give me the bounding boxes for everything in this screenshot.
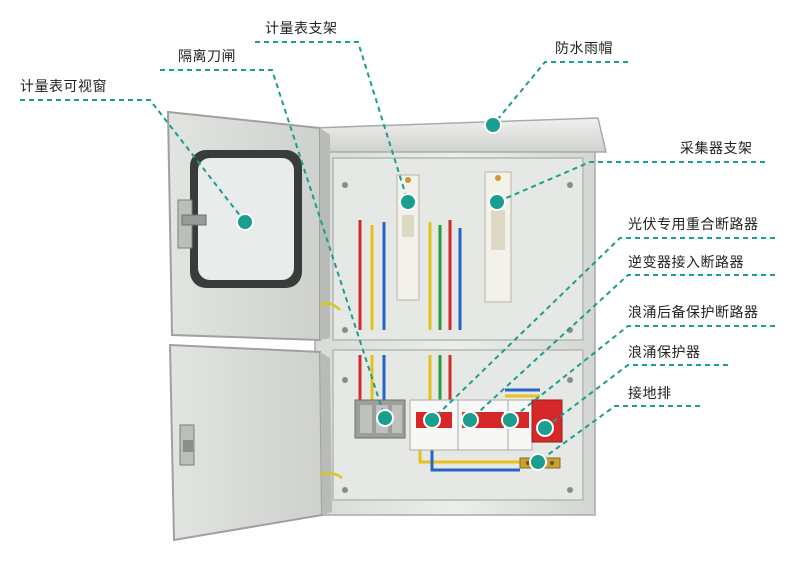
upper-compartment (332, 157, 584, 341)
marker-ground-bar (529, 453, 547, 471)
door-latch (177, 199, 207, 249)
label-rain-cap: 防水雨帽 (555, 41, 613, 57)
leader-meter-bracket (255, 41, 409, 203)
marker-meter-window (236, 213, 254, 231)
label-pv-breaker: 光伏专用重合断路器 (628, 217, 759, 233)
leader-collector-bracket (496, 161, 765, 203)
marker-inverter-breaker (461, 411, 479, 429)
callout-markers (236, 116, 554, 471)
collector-bracket (484, 171, 512, 303)
leader-rain-cap (492, 61, 628, 126)
label-knife-switch: 隔离刀闸 (178, 49, 236, 65)
leader-meter-window (20, 99, 246, 223)
leader-inverter-breaker (469, 274, 775, 421)
label-meter-window: 计量表可视窗 (20, 79, 107, 95)
leader-pv-breaker (431, 237, 775, 421)
label-surge-protector: 浪涌保护器 (628, 345, 701, 361)
marker-surge-protector (536, 419, 554, 437)
leader-surge-protector (544, 364, 728, 429)
marker-knife-switch (376, 409, 394, 427)
leader-knife-switch (160, 69, 386, 419)
label-meter-bracket: 计量表支架 (265, 21, 338, 37)
leader-lines (20, 41, 775, 463)
label-inverter-breaker: 逆变器接入断路器 (628, 255, 744, 271)
label-ground-bar: 接地排 (628, 386, 672, 402)
marker-surge-backup (501, 411, 519, 429)
marker-meter-bracket (399, 193, 417, 211)
wires-upper (358, 220, 462, 330)
leader-surge-backup (509, 325, 775, 421)
lower-door-latch (179, 424, 195, 466)
marker-pv-breaker (423, 411, 441, 429)
lower-door (168, 343, 343, 542)
wires-lower (358, 355, 540, 472)
marker-rain-cap (484, 116, 502, 134)
marker-collector-bracket (488, 193, 506, 211)
label-surge-backup-breaker: 浪涌后备保护断路器 (628, 305, 759, 321)
leader-ground-bar (537, 405, 700, 463)
upper-door (166, 110, 341, 342)
rain-cap (311, 117, 607, 153)
label-collector-bracket: 采集器支架 (680, 141, 753, 157)
